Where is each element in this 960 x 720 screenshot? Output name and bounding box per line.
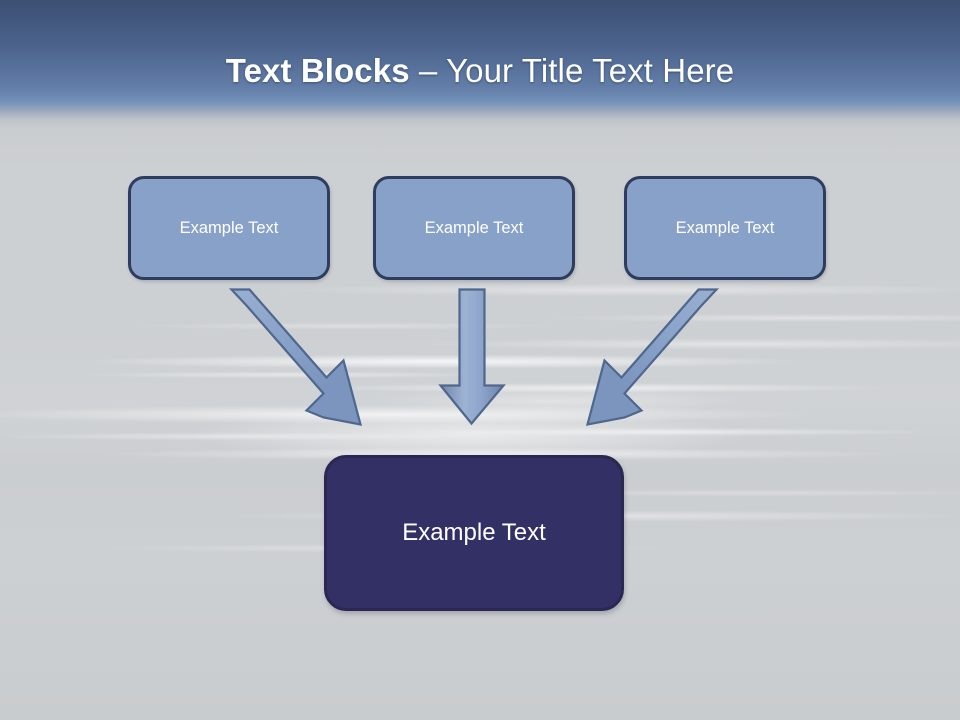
text-block-1-label: Example Text xyxy=(179,218,279,237)
slide-title-separator: – xyxy=(409,52,447,89)
main-text-block-label: Example Text xyxy=(402,519,546,546)
text-block-3[interactable]: Example Text xyxy=(624,176,826,280)
slide-title: Text Blocks – Your Title Text Here xyxy=(0,50,960,92)
slide-title-rest: Your Title Text Here xyxy=(446,52,735,89)
text-block-2-label: Example Text xyxy=(424,218,524,237)
slide-title-strong: Text Blocks xyxy=(225,52,410,89)
main-text-block[interactable]: Example Text xyxy=(324,455,624,611)
text-block-2[interactable]: Example Text xyxy=(373,176,575,280)
text-block-1[interactable]: Example Text xyxy=(128,176,330,280)
text-block-3-label: Example Text xyxy=(675,218,775,237)
